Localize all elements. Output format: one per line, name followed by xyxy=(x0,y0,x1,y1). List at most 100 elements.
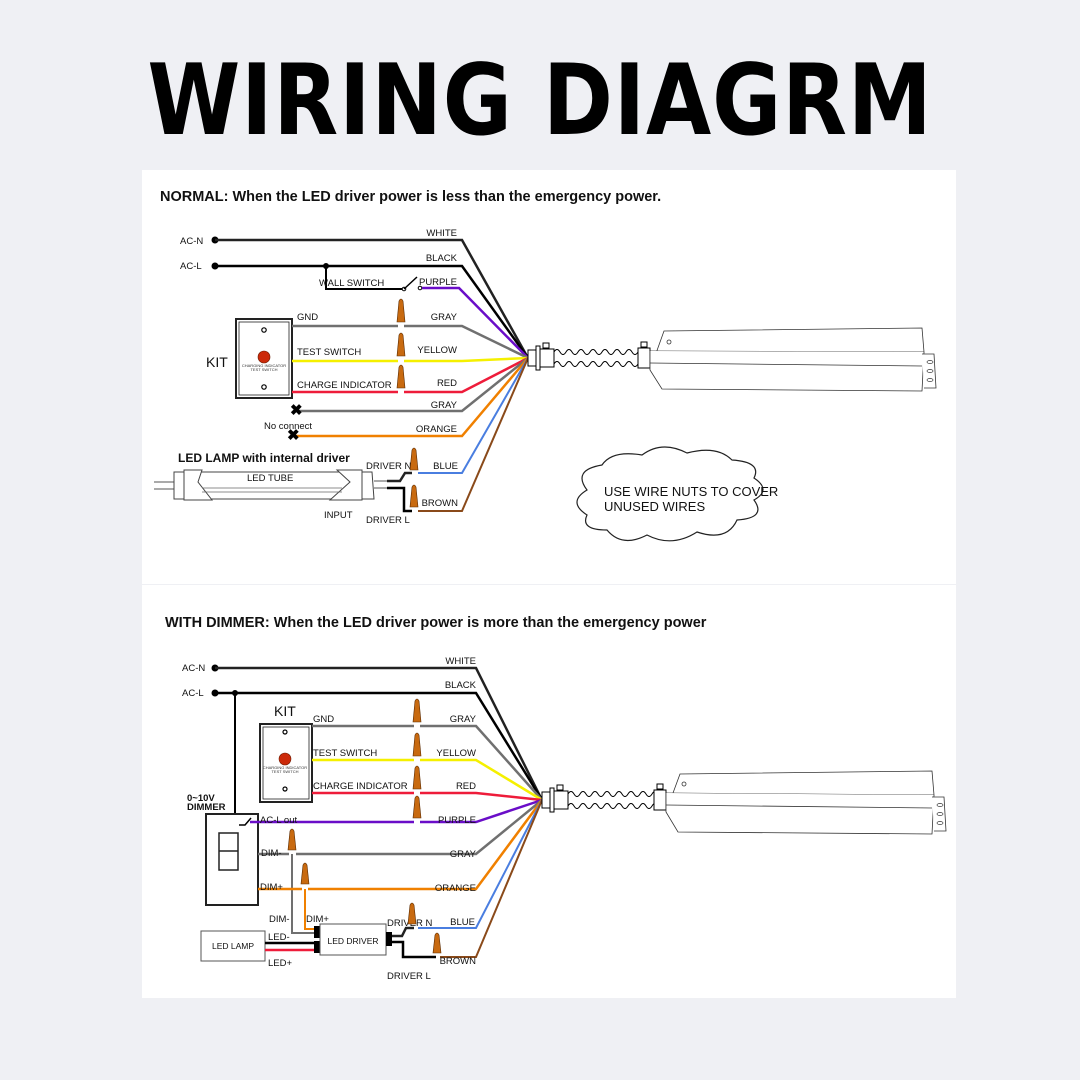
red-wire xyxy=(404,356,529,394)
kit-caption: TEST SWITCH xyxy=(250,367,277,372)
ac-l-label: AC-L xyxy=(180,261,202,272)
brown-wire xyxy=(418,357,529,512)
gray-wire xyxy=(420,724,543,801)
white-wire-label: WHITE xyxy=(445,656,476,667)
wire-nut-icon xyxy=(412,732,422,757)
note-line-2: UNUSED WIRES xyxy=(604,499,705,514)
wire-nut-icon xyxy=(396,298,406,323)
screw-icon xyxy=(261,384,267,390)
screw-icon xyxy=(282,729,288,735)
wire-nut-icon xyxy=(409,484,419,508)
normal-heading-bold: NORMAL: xyxy=(160,189,228,205)
no-connect-x-icon: ✖ xyxy=(290,402,303,419)
white-wire xyxy=(215,666,544,801)
dimmer-label-1: 0~10V xyxy=(187,793,215,804)
kit-caption: CHARGING INDICATOR xyxy=(263,765,307,770)
ac-l-out-label: AC-L out xyxy=(260,815,297,826)
blue-wire-label: BLUE xyxy=(450,917,475,928)
led-driver-box xyxy=(319,923,387,956)
no-connect-label: No connect xyxy=(264,421,312,432)
emergency-ballast-icon xyxy=(541,770,947,835)
test-switch-label: TEST SWITCH xyxy=(297,347,361,358)
charge-indicator-label: CHARGE INDICATOR xyxy=(313,781,408,792)
emergency-ballast-icon xyxy=(527,327,937,392)
gnd-label: GND xyxy=(313,714,334,725)
orange-wire xyxy=(308,799,544,891)
led-driver-label: LED DRIVER xyxy=(327,936,378,946)
driver-n-wire xyxy=(387,471,412,483)
dimmer-wiring-diagram: WITH DIMMER: When the LED driver power i… xyxy=(165,615,947,982)
orange-unused-label: ORANGE xyxy=(416,424,457,435)
wire-nut-icon xyxy=(287,828,297,851)
dim-plus-label: DIM+ xyxy=(260,882,283,893)
normal-diagram-panel: NORMAL: When the LED driver power is les… xyxy=(142,170,956,584)
switch-lever xyxy=(403,276,418,290)
purple-wire-label: PURPLE xyxy=(438,815,476,826)
no-connect-x-icon: ✖ xyxy=(287,427,300,444)
ac-n-label: AC-N xyxy=(180,236,203,247)
black-wire-label: BLACK xyxy=(426,253,458,264)
led-minus-label: LED- xyxy=(268,932,290,943)
wire-nut-icon xyxy=(412,795,422,819)
normal-heading: NORMAL: When the LED driver power is les… xyxy=(160,189,661,205)
black-wire xyxy=(215,691,544,801)
black-wire xyxy=(215,264,530,359)
ac-l-label: AC-L xyxy=(182,688,204,699)
switch-contact xyxy=(417,285,423,291)
dim-plus-label-2: DIM+ xyxy=(306,914,329,925)
brown-wire xyxy=(440,799,543,958)
ac-n-label: AC-N xyxy=(182,663,205,674)
dimmer-switch[interactable] xyxy=(205,813,259,906)
orange-wire-label: ORANGE xyxy=(435,883,476,894)
gray-wire-2 xyxy=(296,799,543,856)
gray-unused-wire xyxy=(296,357,529,413)
led-tube-label: LED TUBE xyxy=(247,473,293,484)
dimmer-feed-wire xyxy=(234,693,239,826)
red-wire-label: RED xyxy=(437,378,457,389)
kit-test-button[interactable] xyxy=(278,752,292,766)
kit-label: KIT xyxy=(206,354,228,370)
wire-nut-icon xyxy=(407,902,417,925)
kit-label: KIT xyxy=(274,703,296,719)
white-wire xyxy=(215,238,530,359)
yellow-wire xyxy=(404,356,529,363)
kit-test-button[interactable] xyxy=(257,350,271,364)
brown-wire-label: BROWN xyxy=(440,956,477,967)
dim-minus-label-2: DIM- xyxy=(269,914,290,925)
driver-l-label: DRIVER L xyxy=(387,971,431,982)
dimmer-heading: WITH DIMMER: When the LED driver power i… xyxy=(165,615,707,631)
driver-l-label: DRIVER L xyxy=(366,515,410,526)
led-lamp-label: LED LAMP xyxy=(212,941,254,951)
wire-nut-icon xyxy=(412,765,422,790)
red-wire xyxy=(420,791,543,802)
input-label: INPUT xyxy=(324,510,353,521)
wire-nut-icon xyxy=(300,862,310,885)
charge-indicator-label: CHARGE INDICATOR xyxy=(297,380,392,391)
dimmer-heading-bold: WITH DIMMER: xyxy=(165,615,270,631)
normal-heading-rest: When the LED driver power is less than t… xyxy=(228,189,661,205)
wall-switch-label: WALL SWITCH xyxy=(319,278,384,289)
red-wire-label: RED xyxy=(456,781,476,792)
wire-nut-icon xyxy=(396,332,406,357)
wall-switch-wire xyxy=(325,266,402,290)
dimmer-label-2: DIMMER xyxy=(187,802,226,813)
page-title: WIRING DIAGRM xyxy=(147,44,933,158)
driver-n-label: DRIVER N xyxy=(366,461,412,472)
brown-wire-label: BROWN xyxy=(422,498,459,509)
test-switch-label: TEST SWITCH xyxy=(313,748,377,759)
lamp-title: LED LAMP with internal driver xyxy=(178,451,350,465)
dimmer-heading-rest: When the LED driver power is more than t… xyxy=(270,615,707,631)
screw-icon xyxy=(282,786,288,792)
purple-wire xyxy=(422,286,529,359)
gray-unused-label: GRAY xyxy=(431,400,458,411)
dimmer-switch-contact xyxy=(239,817,252,826)
yellow-wire-label: YELLOW xyxy=(417,345,457,356)
driver-n-wire xyxy=(392,926,414,938)
gnd-label: GND xyxy=(297,312,318,323)
orange-unused-wire xyxy=(296,357,529,438)
dim-plus-drop-wire xyxy=(304,889,317,930)
wire-nut-icon xyxy=(432,932,442,954)
gray-wire-2-label: GRAY xyxy=(450,849,477,860)
yellow-wire-label: YELLOW xyxy=(436,748,476,759)
note-cloud xyxy=(576,446,764,542)
